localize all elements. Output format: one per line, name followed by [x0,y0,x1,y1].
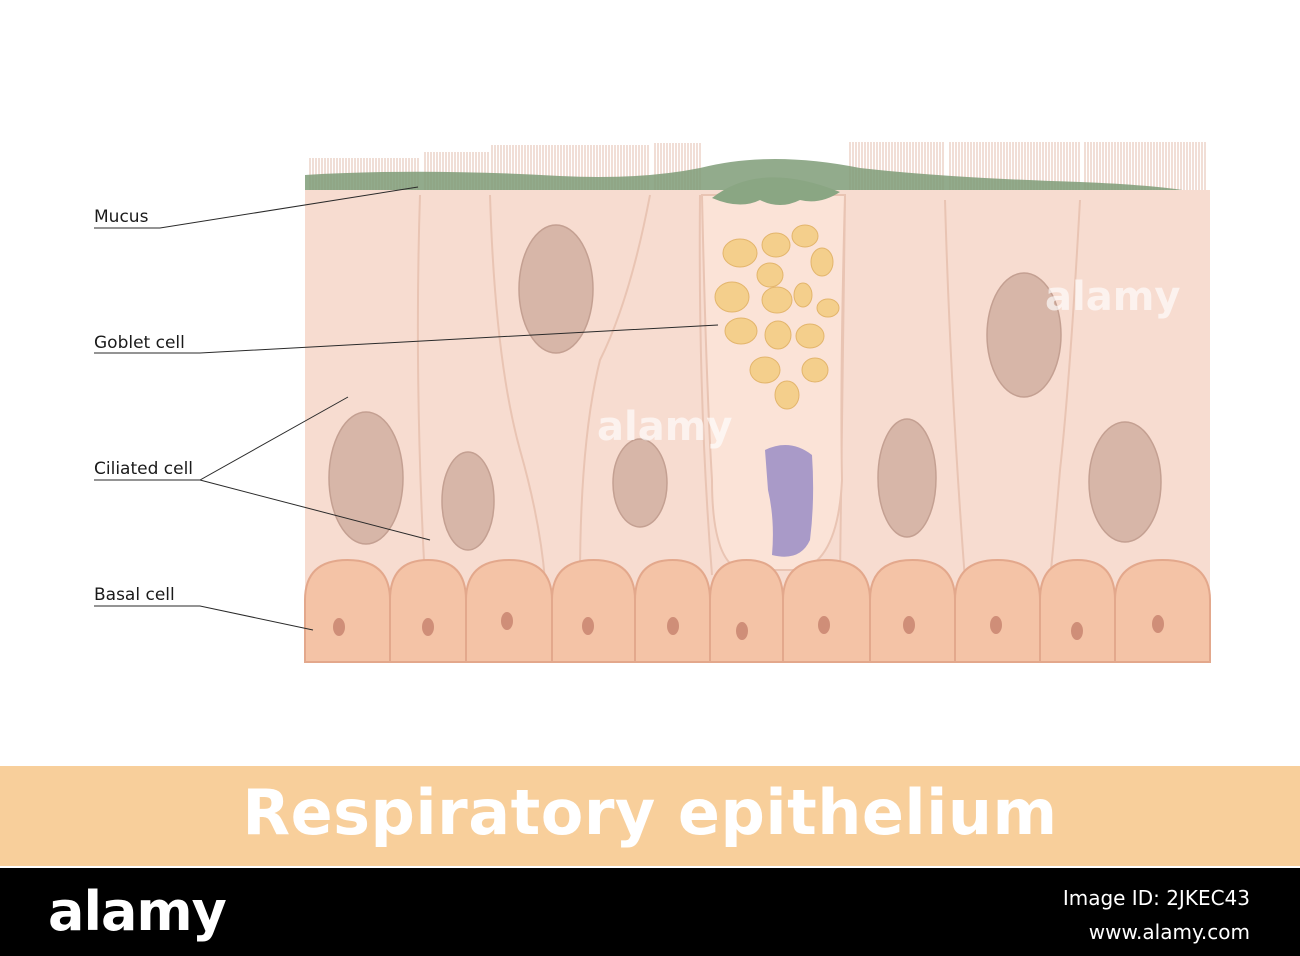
watermark-right: alamy [1045,274,1180,320]
site-url: www.alamy.com [1088,920,1250,944]
basal-nucleus [333,618,345,636]
image-id: Image ID: 2JKEC43 [1062,886,1250,910]
basal-nucleus [501,612,513,630]
basal-cell [869,558,956,663]
label-ciliated-cell: Ciliated cell [94,459,193,479]
basal-cell [551,558,636,663]
basal-cell [954,558,1041,663]
title-banner [0,766,1300,866]
basal-cells [304,558,1211,663]
basal-nucleus [422,618,434,636]
label-basal-cell: Basal cell [94,585,175,605]
basal-nucleus [818,616,830,634]
watermark-center: alamy [597,404,732,450]
basal-cell [634,558,711,663]
footer-bar [0,868,1300,956]
basal-nucleus [1071,622,1083,640]
basal-cell [782,558,871,663]
basal-cell [1039,558,1116,663]
leader-lines [94,186,719,631]
basal-cell [304,558,391,663]
goblet-nucleus [765,445,814,557]
basal-nucleus [990,616,1002,634]
basal-cell [389,558,467,663]
footer-meta: Image ID: 2JKEC43 www.alamy.com [1063,886,1250,944]
basal-nucleus [1152,615,1164,633]
epithelium-diagram: Mucus Goblet cell Ciliated cell Basal ce… [94,142,1211,663]
banner-title: Respiratory epithelium [242,776,1058,849]
ciliated-cell-nuclei [328,224,1162,551]
goblet-granules [714,224,840,410]
label-goblet-cell: Goblet cell [94,333,185,353]
basal-cell [1114,558,1211,663]
basal-nucleus [736,622,748,640]
basal-nucleus [667,617,679,635]
basal-cell [709,558,784,663]
footer-logo: alamy [48,880,227,943]
basal-nucleus [582,617,594,635]
basal-nucleus [903,616,915,634]
label-mucus: Mucus [94,207,149,227]
basal-cell [465,558,553,663]
goblet-secretion [712,177,840,205]
